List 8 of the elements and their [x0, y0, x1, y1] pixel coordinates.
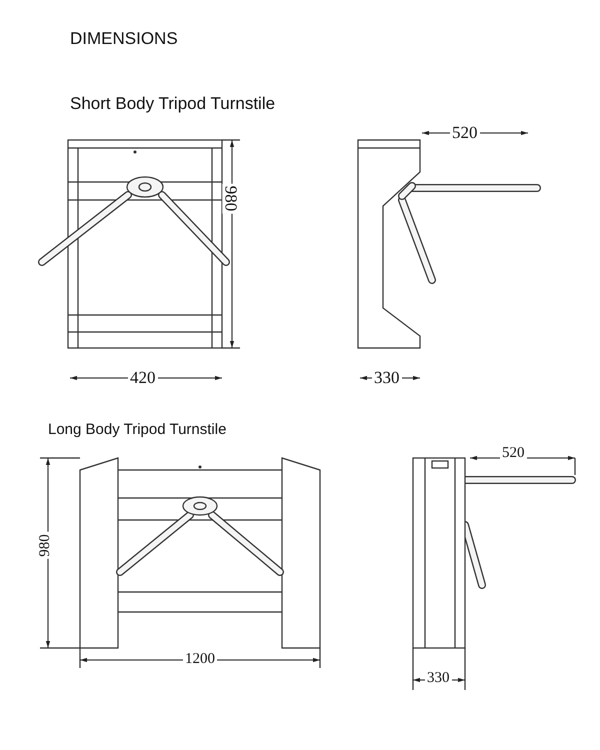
dimension-value: 330 — [372, 369, 402, 386]
section-heading: Long Body Tripod Turnstile — [48, 422, 226, 437]
dimension-value: 520 — [500, 446, 526, 461]
page-title: DIMENSIONS — [70, 30, 178, 47]
dimension-value: 420 — [128, 369, 158, 386]
section-heading: Short Body Tripod Turnstile — [70, 95, 276, 112]
dimension-value: 520 — [450, 124, 480, 141]
dimension-value: 980 — [222, 184, 240, 214]
